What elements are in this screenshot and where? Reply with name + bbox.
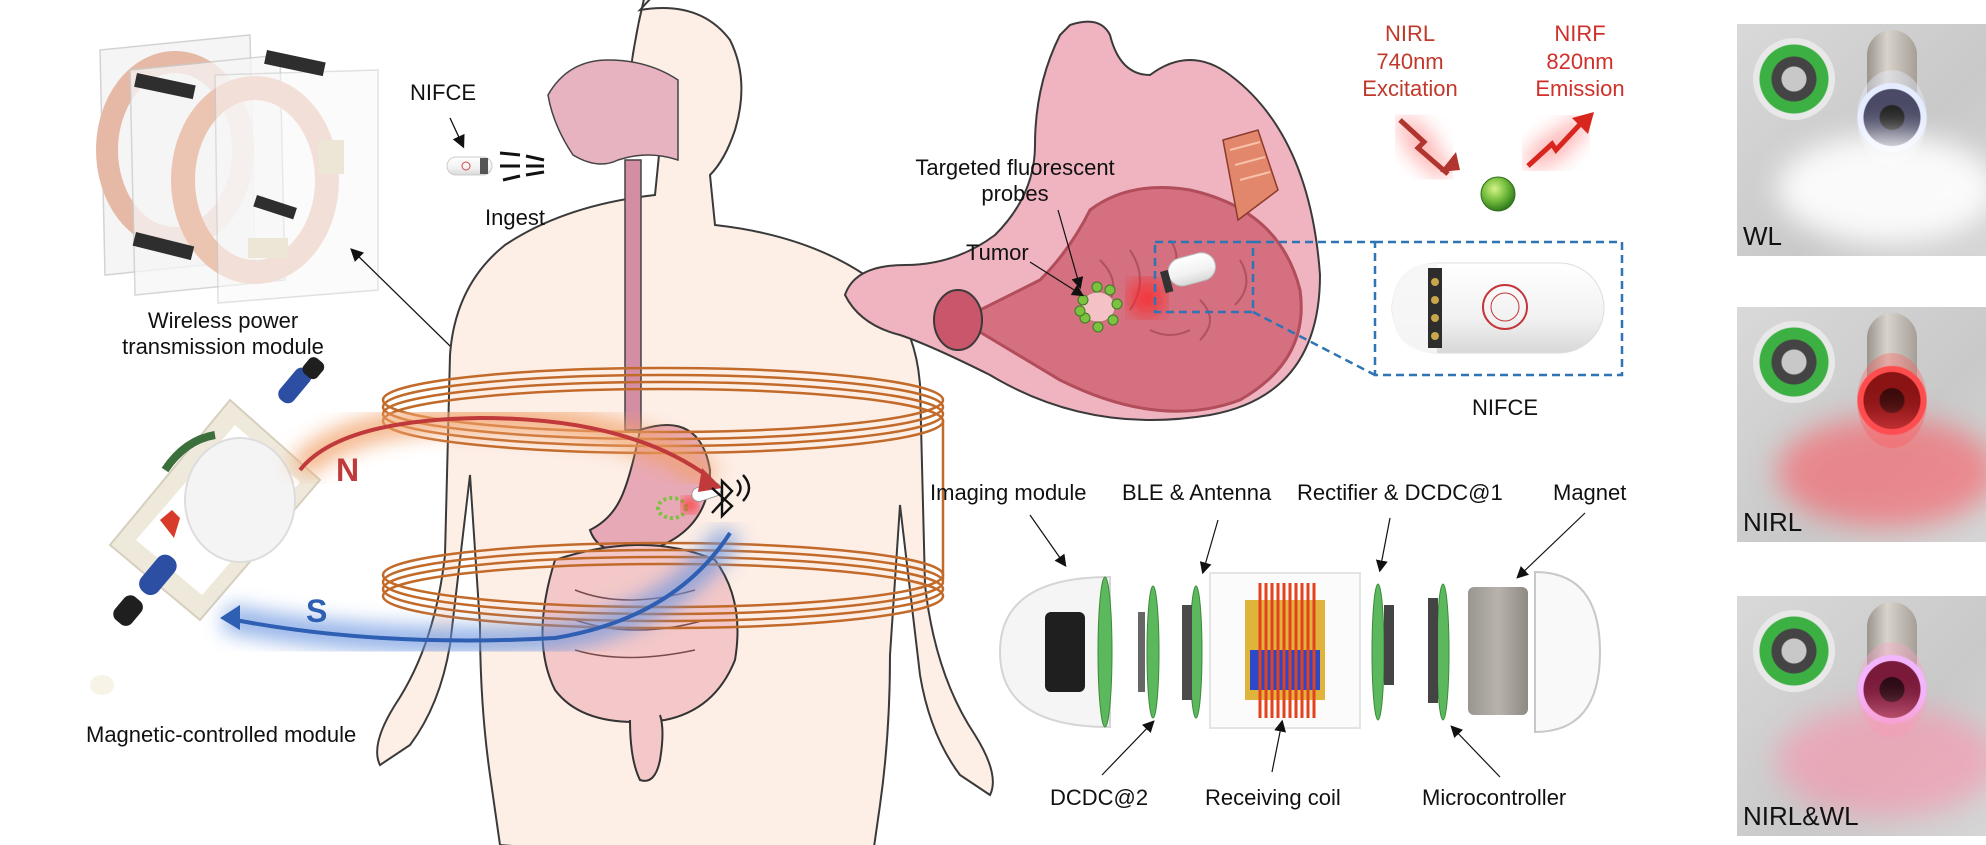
emission-line3: Emission — [1535, 76, 1625, 101]
label-rectifier-dcdc1: Rectifier & DCDC@1 — [1297, 480, 1503, 505]
probes-label: Targeted fluorescent probes — [900, 155, 1130, 208]
excitation-line1: NIRL — [1384, 21, 1436, 46]
north-field-line — [289, 404, 722, 492]
wpt-module-label: Wireless power transmission module — [108, 308, 338, 361]
emission-line2: 820nm — [1546, 48, 1614, 74]
stomach-cross-section — [843, 20, 1322, 421]
nifce-pointer-arrow — [449, 117, 465, 149]
south-field-line — [220, 525, 741, 654]
south-pole-label: S — [306, 593, 328, 629]
wireless-power-module-illustration — [96, 34, 379, 304]
emission-line1: NIRF — [1554, 21, 1606, 46]
zoomed-capsule — [1391, 262, 1605, 354]
photo-nirl: NIRL — [1737, 307, 1986, 542]
mode-label-nirl-wl: NIRL&WL — [1743, 801, 1859, 831]
zoom-callout — [1153, 240, 1624, 377]
ingest-motion-lines — [499, 151, 545, 182]
wpt-label-line2: transmission module — [122, 334, 324, 360]
wpt-label-line1: Wireless power — [147, 308, 299, 333]
photo-wl: WL — [1737, 24, 1986, 256]
fluorescent-probe-icon — [1480, 176, 1516, 212]
exploded-capsule-illustration — [998, 570, 1602, 734]
label-magnet: Magnet — [1553, 480, 1627, 505]
probes-pointer-arrow — [1057, 209, 1084, 290]
ingest-capsule — [446, 156, 493, 176]
label-imaging-module: Imaging module — [930, 480, 1087, 505]
magnetic-module-label: Magnetic-controlled module — [86, 722, 357, 747]
zoomed-nifce-label: NIFCE — [1472, 395, 1538, 420]
led-pcb-photo — [1753, 38, 1835, 120]
emission-label: NIRF 820nm Emission — [1520, 20, 1640, 103]
photo-nirl-wl: NIRL&WL — [1737, 596, 1986, 836]
excitation-label: NIRL 740nm Excitation — [1350, 20, 1470, 103]
mode-label-wl: WL — [1743, 221, 1782, 251]
led-pcb-photo — [1753, 610, 1835, 692]
label-microcontroller: Microcontroller — [1422, 785, 1567, 810]
north-pole-label: N — [336, 452, 360, 488]
probes-label-line2: probes — [981, 181, 1049, 207]
label-receiving-coil: Receiving coil — [1205, 785, 1341, 810]
tumor-label: Tumor — [966, 240, 1029, 265]
ingest-label: Ingest — [485, 205, 545, 230]
label-dcdc2: DCDC@2 — [1050, 785, 1149, 810]
excitation-arrow-icon — [1393, 112, 1460, 182]
tumor-pointer-arrow — [1029, 261, 1085, 297]
label-ble-antenna: BLE & Antenna — [1122, 480, 1272, 505]
led-pcb-photo — [1753, 321, 1835, 403]
emission-arrow-icon — [1521, 112, 1594, 174]
magnetic-controlled-module-illustration — [90, 357, 325, 695]
bluetooth-icon — [711, 474, 751, 519]
nifce-label: NIFCE — [410, 80, 476, 105]
excitation-line3: Excitation — [1362, 76, 1458, 101]
exploded-pointer-arrows — [1029, 512, 1586, 778]
probes-label-line1: Targeted fluorescent — [915, 155, 1115, 180]
excitation-line2: 740nm — [1376, 48, 1444, 74]
mode-label-nirl: NIRL — [1743, 507, 1803, 537]
